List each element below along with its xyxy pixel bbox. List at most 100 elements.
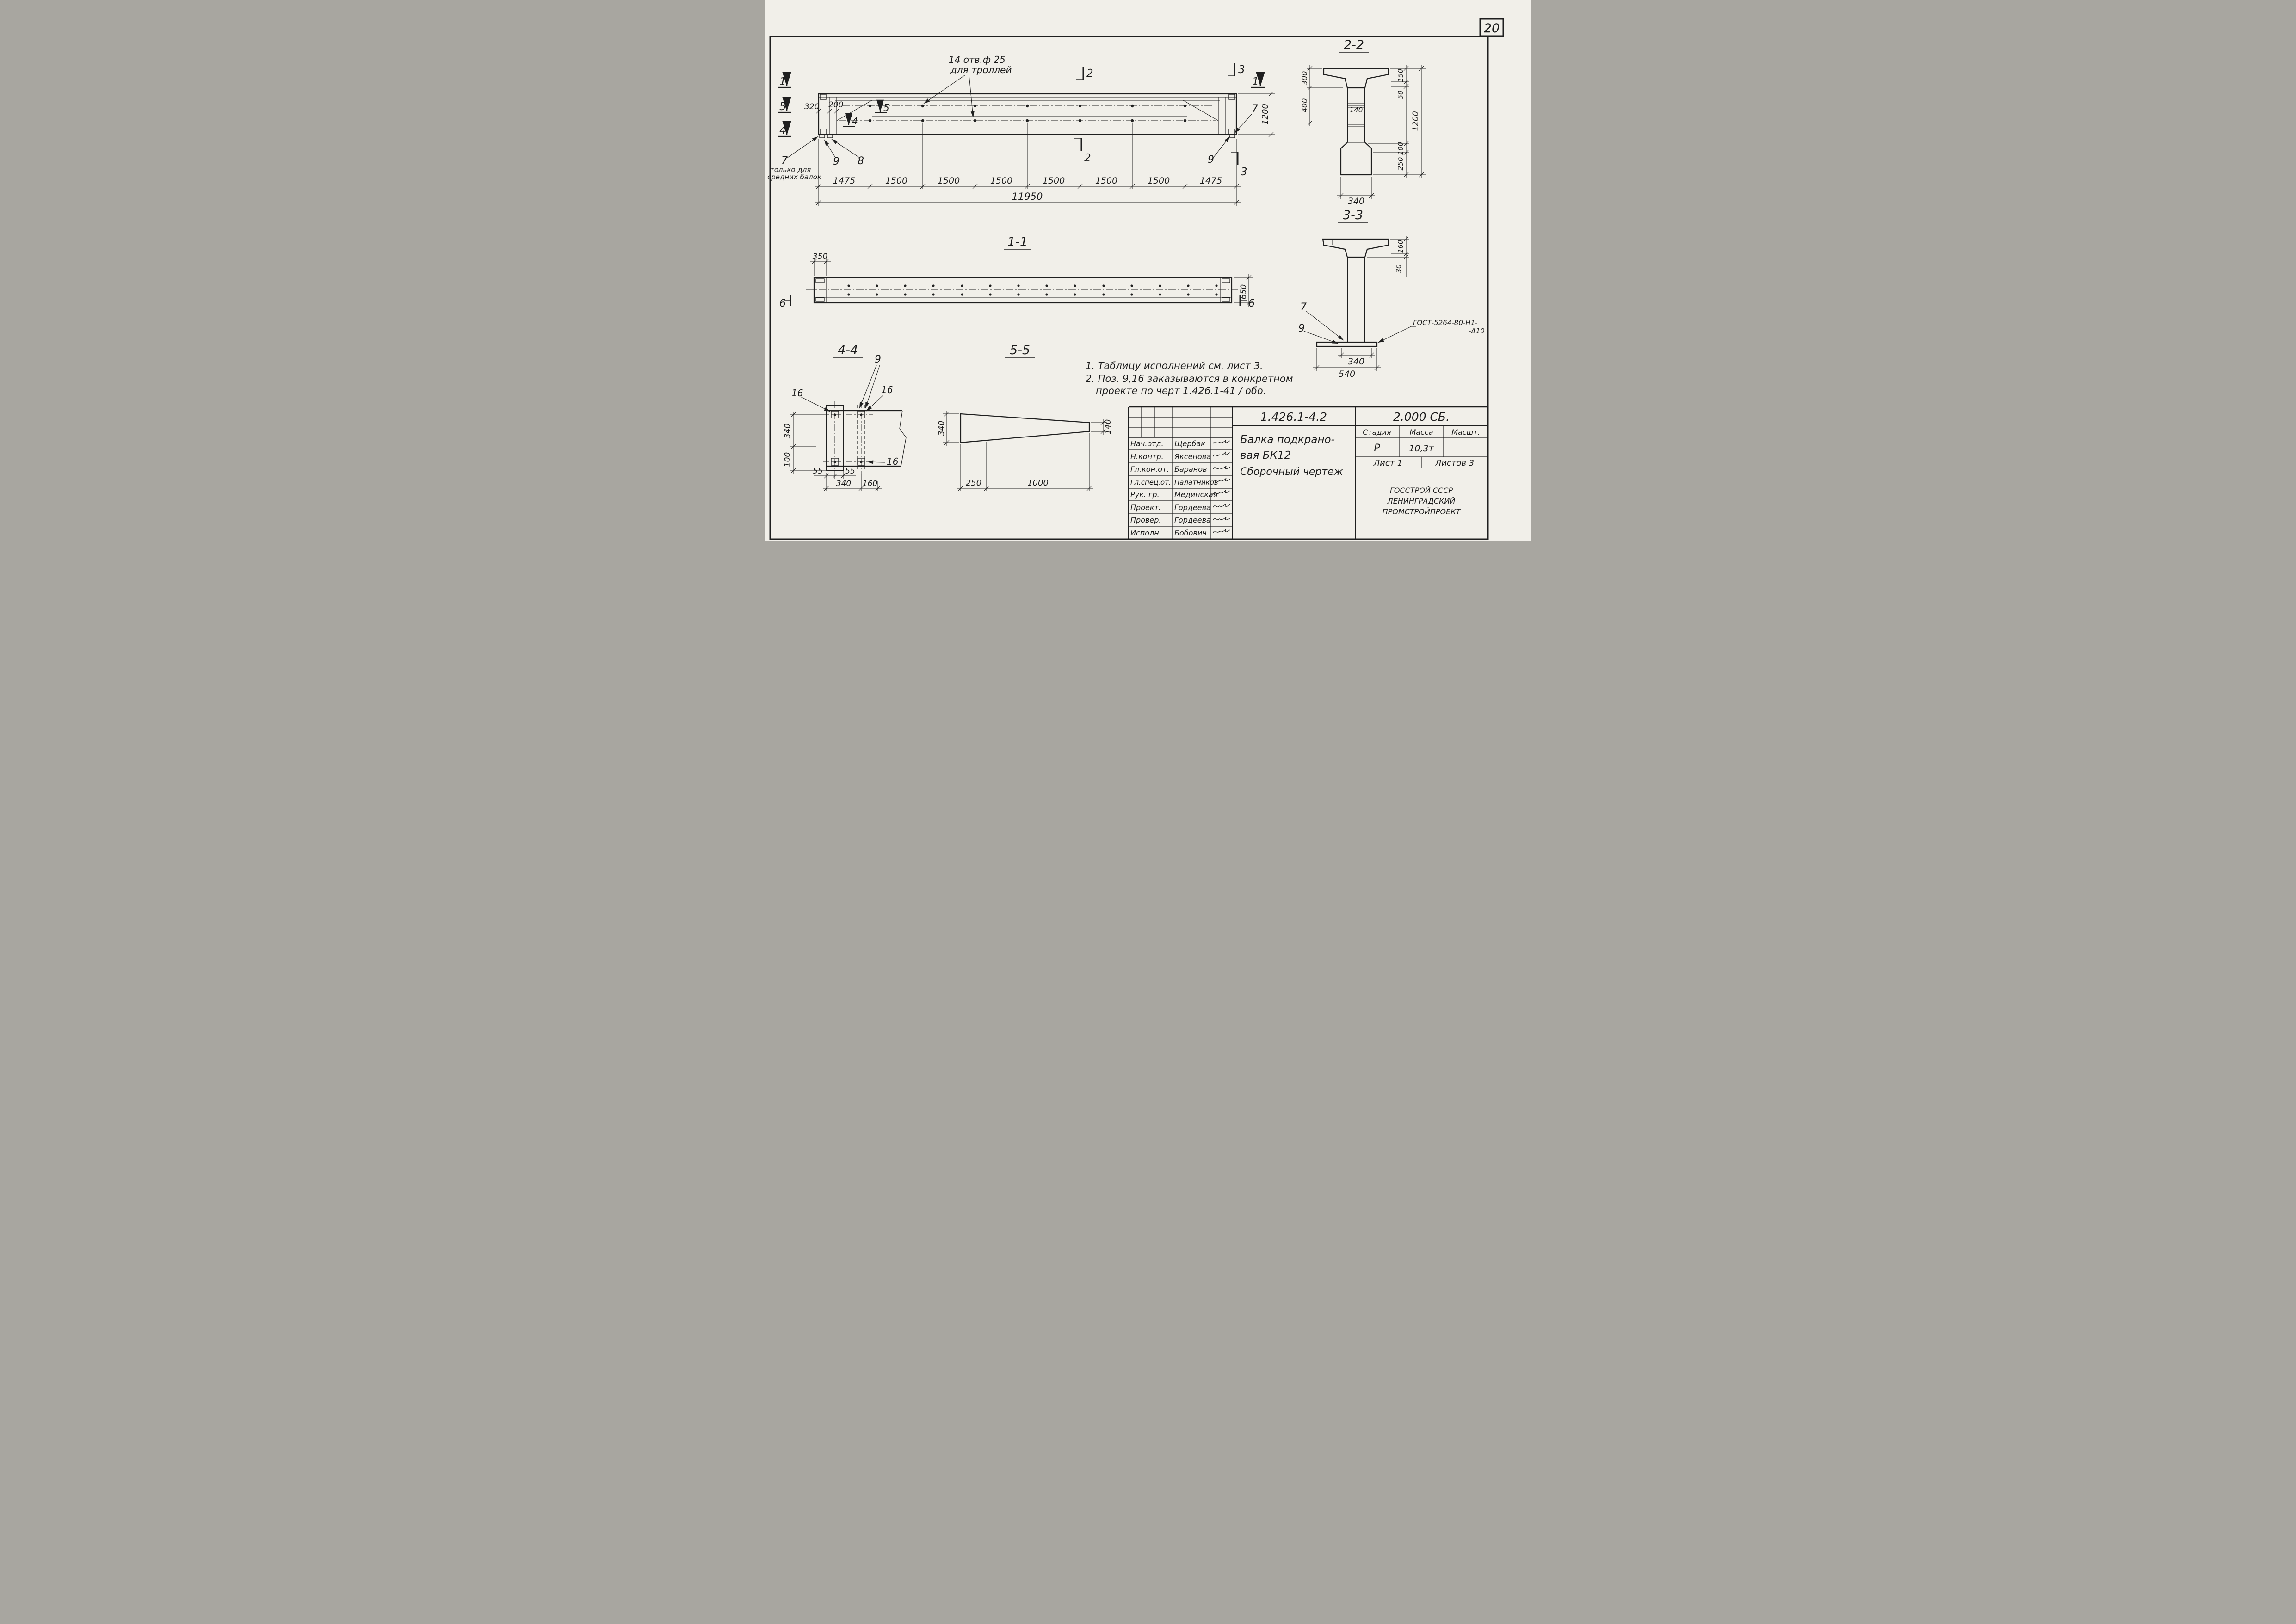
dim-320: 320 <box>804 102 819 111</box>
role-1: Н.контр. <box>1130 452 1164 461</box>
section-1-1: 1-1 <box>779 235 1255 309</box>
page-number-box: 20 <box>1479 18 1504 37</box>
role-4: Рук. гр. <box>1130 490 1160 499</box>
cut-label-1-left: 1 <box>779 76 786 88</box>
dim-seg-7: 1500 <box>1147 176 1169 186</box>
section-2-2-dims <box>1306 65 1426 199</box>
scale-label: Масшт. <box>1451 428 1480 437</box>
name-5: Гордеева <box>1174 503 1211 512</box>
dim-total-11950: 11950 <box>1012 191 1043 202</box>
section-2-2: 2-2 <box>1300 38 1426 206</box>
sheet-label: Лист 1 <box>1373 458 1402 468</box>
note-line-3: проекте по черт 1.426.1-41 / обо. <box>1096 385 1266 396</box>
dim-340-section55: 340 <box>937 421 946 436</box>
name-4: Мединская <box>1174 490 1218 499</box>
dim-650: 650 <box>1239 284 1248 299</box>
cut-label-6-left: 6 <box>779 298 786 309</box>
dim-340-section22: 340 <box>1347 196 1364 206</box>
role-6: Провер. <box>1130 516 1161 524</box>
org-line1: ГОССТРОЙ СССР <box>1389 486 1452 495</box>
product-title-line3: Сборочный чертеж <box>1240 466 1343 478</box>
doc-code: 2.000 СБ. <box>1393 410 1449 424</box>
role-5: Проект. <box>1130 503 1161 512</box>
holes-note-line1: 14 отв.ф 25 <box>949 54 1006 65</box>
callout-16-c: 16 <box>887 456 898 467</box>
cut-label-3-top: 3 <box>1238 64 1245 76</box>
dim-300: 300 <box>1300 71 1309 86</box>
product-title-line2: вая БК12 <box>1240 449 1291 461</box>
dim-160-section44: 160 <box>862 479 877 488</box>
trolley-hole-rows <box>838 104 1216 123</box>
callout-7-left: 7 <box>781 155 788 166</box>
dim-seg-8: 1475 <box>1199 176 1222 186</box>
section-5-5: 5-5 340 140 250 1000 <box>937 343 1113 491</box>
dim-height-1200: 1200 <box>1260 104 1270 125</box>
dim-1000-section55: 1000 <box>1027 478 1049 488</box>
callout-9-left: 9 <box>833 156 839 167</box>
dim-340-section33: 340 <box>1347 357 1364 367</box>
dim-140-section55: 140 <box>1104 419 1113 434</box>
role-2: Гл.кон.от. <box>1130 465 1169 474</box>
cut-label-2-top: 2 <box>1086 68 1093 80</box>
dim-400: 400 <box>1300 98 1309 113</box>
dim-340-left-section44: 340 <box>783 424 792 438</box>
dim-55-a: 55 <box>813 467 823 476</box>
section-1-1-dims <box>784 258 1253 307</box>
section-3-3-shape <box>1316 238 1389 347</box>
general-notes: 1. Таблицу исполнений см. лист 3. 2. Поз… <box>1086 360 1293 396</box>
dim-seg-6: 1500 <box>1095 176 1117 186</box>
name-6: Гордеева <box>1174 516 1211 524</box>
name-1: Яксенова <box>1174 452 1211 461</box>
callout-16-b: 16 <box>881 384 893 395</box>
dim-100: 100 <box>1396 142 1405 155</box>
callout-9-right: 9 <box>1208 154 1214 166</box>
stage-label: Стадия <box>1363 428 1391 437</box>
name-2: Баранов <box>1174 465 1207 474</box>
role-7: Исполн. <box>1130 529 1161 537</box>
dim-seg-5: 1500 <box>1042 176 1064 186</box>
org-line2: ЛЕНИНГРАДСКИЙ <box>1387 497 1455 505</box>
dim-340-bottom-section44: 340 <box>836 479 851 488</box>
dim-seg-4: 1500 <box>990 176 1012 186</box>
dim-250-section55: 250 <box>965 478 981 488</box>
dim-1200-section: 1200 <box>1411 111 1420 131</box>
product-title-line1: Балка подкрано- <box>1240 434 1335 446</box>
left-note-line1: только для <box>770 166 811 174</box>
mass-value: 10,3т <box>1409 443 1434 454</box>
dim-50: 50 <box>1396 90 1405 99</box>
section-4-4-title: 4-4 <box>837 343 858 357</box>
name-0: Щербак <box>1174 439 1205 448</box>
section-4-4-shape <box>822 401 907 474</box>
section-3-3: 3-3 160 30 <box>1298 208 1485 379</box>
section-4-4-leaders <box>800 365 885 464</box>
section-4-4-dims <box>789 412 882 491</box>
title-block-grid <box>1128 406 1488 539</box>
dim-seg-3: 1500 <box>937 176 959 186</box>
org-line3: ПРОМСТРОЙПРОЕКТ <box>1382 507 1461 516</box>
section-2-2-title: 2-2 <box>1343 38 1364 52</box>
section-4-4: 4-4 <box>783 343 907 491</box>
callout-9-section44: 9 <box>875 354 881 365</box>
mass-label: Масса <box>1409 428 1433 437</box>
plan-hole-dots <box>847 284 1218 296</box>
section-3-3-dims <box>1303 236 1416 371</box>
dim-200: 200 <box>828 100 843 110</box>
section-5-5-dims <box>943 411 1107 491</box>
drawing-svg: 20 <box>767 18 1504 540</box>
cut-label-4-inner: 4 <box>852 116 858 127</box>
callout-9-section33: 9 <box>1298 323 1305 334</box>
note-line-2: 2. Поз. 9,16 заказываются в конкретном <box>1086 373 1293 384</box>
left-note-line2: средних балок <box>767 173 821 181</box>
page-number: 20 <box>1483 21 1499 36</box>
dim-160: 160 <box>1396 240 1405 253</box>
section-3-3-title: 3-3 <box>1342 208 1363 222</box>
cut-label-5-left: 5 <box>779 101 786 113</box>
role-3: Гл.спец.от. <box>1130 478 1171 486</box>
elevation-view: 1 5 4 1 2 2 3 3 5 4 14 отв.ф 25 для трол… <box>767 54 1275 206</box>
dim-540: 540 <box>1338 369 1355 379</box>
stage-value: Р <box>1374 443 1380 454</box>
cut-label-6-right: 6 <box>1248 298 1255 309</box>
dim-150: 150 <box>1396 69 1405 82</box>
cut-label-2-bottom: 2 <box>1084 152 1091 164</box>
cut-label-4-left: 4 <box>779 125 786 137</box>
